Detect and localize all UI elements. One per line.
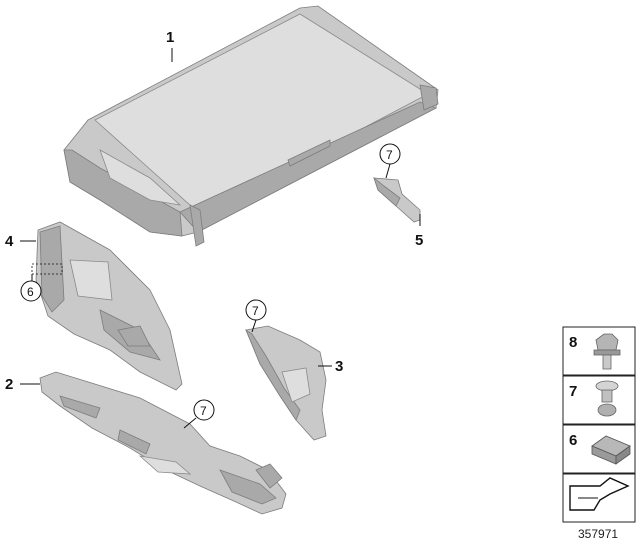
part-2-carrier: [39, 371, 287, 515]
part-1-cover: [63, 5, 439, 247]
leader-ref-7-c: [183, 417, 197, 429]
ref-6-label: 6: [27, 285, 34, 299]
ref-7-b-circle: [245, 299, 267, 321]
reference-arrow-icon: [569, 477, 630, 511]
legend-label-6: 6: [569, 432, 577, 449]
ref-7-a-label: 7: [386, 148, 393, 162]
ref-7-c-circle: [193, 399, 215, 421]
ref-6-circle: [20, 280, 42, 302]
legend: 8 7 6: [562, 326, 636, 523]
callout-part-2: 2: [5, 376, 13, 393]
callout-part-4: 4: [5, 233, 14, 250]
callout-part-5: 5: [415, 232, 423, 249]
clip-icon: [595, 380, 619, 417]
part-5-clip: [373, 176, 421, 223]
part-4-side-panel: [35, 221, 183, 391]
bolt-icon: [593, 333, 621, 370]
legend-label-8: 8: [569, 334, 577, 351]
ref-7-a-circle: [379, 143, 401, 165]
diagram-id: 357971: [578, 527, 618, 541]
leader-ref-7-a: [385, 163, 391, 179]
ref-7-c-label: 7: [200, 404, 207, 418]
callout-part-1: 1: [166, 29, 174, 46]
callout-part-3: 3: [335, 358, 343, 375]
ref-7-b-label: 7: [252, 304, 259, 318]
leader-ref-7-b: [251, 319, 257, 333]
legend-label-7: 7: [569, 383, 577, 400]
nut-clip-icon: [591, 435, 631, 465]
part-3-bracket: [245, 325, 327, 441]
